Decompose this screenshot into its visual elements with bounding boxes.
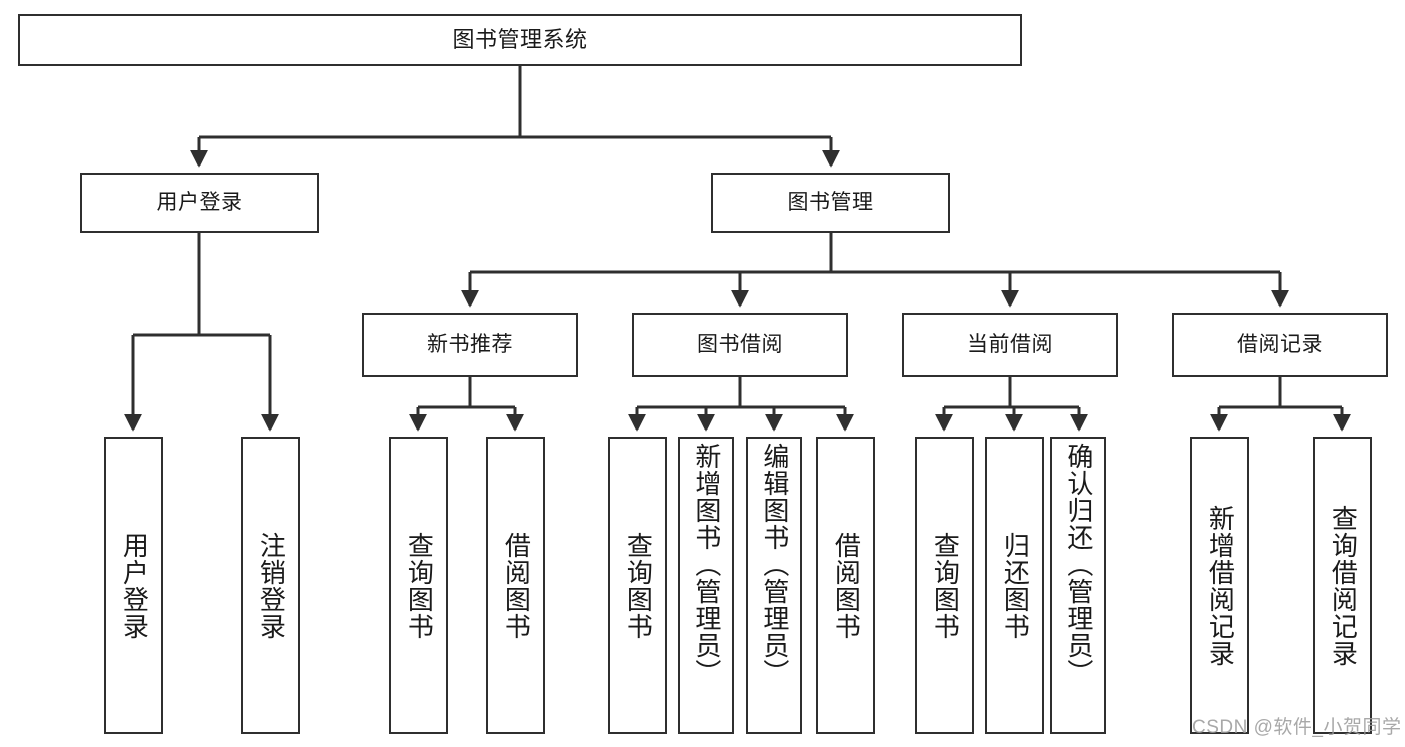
node-leaf-add-book[interactable]: 新增图书（管理员） — [678, 437, 734, 734]
node-leaf-add-borrow-record[interactable]: 新增借阅记录 — [1190, 437, 1249, 734]
node-book-management[interactable]: 图书管理 — [711, 173, 950, 233]
node-book-management-system[interactable]: 图书管理系统 — [18, 14, 1022, 66]
node-book-borrow[interactable]: 图书借阅 — [632, 313, 848, 377]
node-leaf-query-book-3[interactable]: 查询图书 — [915, 437, 974, 734]
node-label: 新增图书（管理员） — [691, 443, 722, 686]
node-label: 注销登录 — [256, 531, 287, 640]
node-label: 查询图书 — [930, 531, 961, 640]
node-leaf-borrow-book-1[interactable]: 借阅图书 — [486, 437, 545, 734]
node-label: 归还图书 — [1000, 531, 1031, 640]
node-leaf-edit-book[interactable]: 编辑图书（管理员） — [746, 437, 802, 734]
node-label: 查询借阅记录 — [1328, 504, 1359, 667]
node-leaf-query-borrow-record[interactable]: 查询借阅记录 — [1313, 437, 1372, 734]
node-current-borrow[interactable]: 当前借阅 — [902, 313, 1118, 377]
node-label: 新增借阅记录 — [1205, 504, 1236, 667]
node-label: 借阅图书 — [501, 531, 532, 640]
node-leaf-user-login[interactable]: 用户登录 — [104, 437, 163, 734]
node-label: 借阅图书 — [831, 531, 862, 640]
node-leaf-borrow-book-2[interactable]: 借阅图书 — [816, 437, 875, 734]
node-label: 借阅记录 — [1237, 333, 1323, 357]
node-new-book-recommend[interactable]: 新书推荐 — [362, 313, 578, 377]
node-label: 用户登录 — [119, 531, 150, 640]
node-label: 图书借阅 — [697, 333, 783, 357]
node-label: 用户登录 — [156, 191, 243, 215]
node-borrow-record[interactable]: 借阅记录 — [1172, 313, 1388, 377]
node-label: 当前借阅 — [967, 333, 1053, 357]
node-leaf-query-book-1[interactable]: 查询图书 — [389, 437, 448, 734]
node-label: 查询图书 — [623, 531, 654, 640]
node-label: 图书管理 — [787, 191, 874, 215]
node-leaf-return-book[interactable]: 归还图书 — [985, 437, 1044, 734]
node-leaf-query-book-2[interactable]: 查询图书 — [608, 437, 667, 734]
node-label: 图书管理系统 — [452, 26, 588, 52]
node-user-login[interactable]: 用户登录 — [80, 173, 319, 233]
node-label: 确认归还（管理员） — [1063, 443, 1094, 686]
csdn-watermark: CSDN @软件_小贺同学 — [1192, 717, 1402, 738]
node-label: 编辑图书（管理员） — [759, 443, 790, 686]
node-leaf-logout-login[interactable]: 注销登录 — [241, 437, 300, 734]
node-label: 新书推荐 — [427, 333, 513, 357]
node-label: 查询图书 — [404, 531, 435, 640]
node-leaf-confirm-return[interactable]: 确认归还（管理员） — [1050, 437, 1106, 734]
